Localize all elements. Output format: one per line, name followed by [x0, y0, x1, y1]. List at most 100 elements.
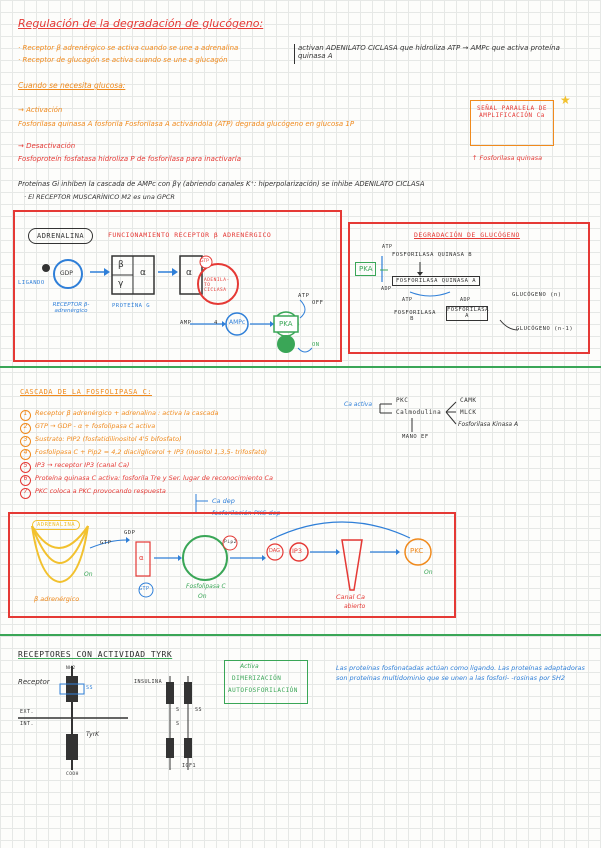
desactivacion-label: → Desactivación: [18, 142, 76, 150]
four-label: 4: [214, 320, 218, 326]
fosfolipasa-box: [8, 512, 456, 618]
abierto-label: abierto: [344, 603, 366, 610]
nh2-label: NH2: [66, 666, 76, 671]
atp-label-1: ATP: [298, 293, 310, 299]
gdp-label-1: GDP: [60, 270, 73, 277]
calmodulina-label: Calmodulina: [396, 409, 442, 416]
camk-label: CAMK: [460, 397, 477, 404]
star-icon: ★: [560, 93, 571, 107]
func-receptor-title: FUNCIONAMIENTO RECEPTOR β ADRENÉRGICO: [108, 231, 272, 239]
cooh-label: COOH: [66, 772, 79, 777]
dimerizacion-label: DIMERIZACIÓN: [232, 675, 282, 682]
tyrk-note: Las proteínas fosfonatadas actúan como l…: [336, 664, 585, 682]
on-label: ON: [312, 342, 320, 348]
gtp-label-4: GTP: [139, 586, 150, 592]
receptor-label: RECEPTOR β-adrenérgico: [52, 302, 90, 315]
dag-label: DAG: [269, 548, 280, 554]
activa-box: [224, 660, 308, 704]
activa-label: Activa: [240, 663, 259, 670]
gtp-label-3: GTP: [100, 540, 112, 546]
adenilato-ciclasa-label: ADENILA-TO CICLASA: [204, 278, 230, 294]
proteina-g-label: PROTEÍNA G: [112, 303, 151, 309]
on-label-3: On: [424, 569, 433, 576]
page-title: Regulación de la degradación de glucógen…: [18, 17, 264, 30]
on-label-2: On: [198, 593, 207, 600]
pip2-label: Pip2: [224, 540, 237, 545]
divider-1: [0, 366, 601, 368]
adrenalina-label: ADRENALINA: [28, 228, 94, 245]
fq-a-label: FOSFORILASA QUINASA A: [392, 276, 481, 287]
mlck-label: MLCK: [460, 409, 477, 416]
fosfolipasa-c-label: Fosfolipasa C: [186, 583, 226, 590]
igf-label: IGF1: [182, 763, 197, 769]
adp-label-3: ADP: [460, 297, 471, 303]
ss-label-2: SS: [195, 707, 203, 713]
intro-line-1: · Receptor β adrenérgico se activa cuand…: [18, 44, 239, 52]
canal-ca-label: Canal Ca: [336, 593, 366, 601]
pkc-label-cascade: PKC: [396, 397, 409, 404]
atp-label-3: ATP: [402, 297, 413, 303]
tyrk-label: TyrK: [86, 731, 100, 738]
fosforilasa-a-label: FOSFORILASA A: [446, 306, 489, 321]
ligando-label: LIGANDO: [18, 280, 45, 286]
alpha-label-3: α: [139, 554, 144, 562]
cascade-title: CASCADA DE LA FOSFOLIPASA C:: [20, 388, 153, 396]
ampc-label-1: AMPc: [229, 319, 246, 326]
intro-bracket: [290, 44, 295, 64]
receptor-tyrk-label: Receptor: [18, 678, 50, 686]
divider-2: [0, 634, 601, 636]
off-label: OFF: [312, 300, 324, 306]
activacion-label: → Activación: [18, 106, 63, 114]
gtp-label-1: GTP: [200, 259, 209, 264]
desactivacion-text: Fosfoproteín fosfatasa hidroliza P de fo…: [18, 155, 242, 163]
intro-activan: activan ADENILATO CICLASA que hidroliza …: [298, 44, 560, 61]
beta-adr-label: β adrenérgico: [34, 595, 80, 603]
alpha-label-2: α: [186, 268, 192, 278]
pka-label-2: PKA: [355, 262, 377, 277]
pka-label-1: PKA: [279, 320, 293, 328]
adrenalina-label-2: ADRENALINA: [32, 520, 81, 531]
senal-note: SEÑAL PARALELA DE AMPLIFICACIÓN Ca: [477, 105, 547, 119]
s-label-3: S: [176, 721, 180, 727]
gamma-label: γ: [118, 279, 124, 289]
s-label-1: S: [176, 707, 180, 713]
pkc-label-3: PKC: [410, 547, 424, 555]
beta-receptor-box: [13, 210, 342, 362]
fos-kinasa-label: Fosforilasa Kinasa A: [458, 421, 519, 428]
intro-line-2: · Receptor de glucagón se activa cuando …: [18, 56, 228, 64]
on-label-1: On: [84, 571, 93, 578]
atp-label-2: ATP: [382, 244, 393, 250]
fosforilasa-b-label: FOSFORILASA B: [394, 310, 436, 323]
mano-ef-label: MANO EF: [402, 434, 429, 440]
amp-label-1: AMP: [180, 320, 192, 326]
senal-note-box: [470, 100, 554, 146]
insulina-label: INSULINA: [134, 679, 163, 685]
muscarinico-text: · El RECEPTOR MUSCARÍNICO M2 es una GPCR: [24, 193, 175, 201]
autofosforilacion-label: AUTOFOSFORILACIÓN: [228, 687, 298, 694]
ext-label: EXT.: [20, 709, 35, 715]
gdp-label-3: GDP: [124, 530, 136, 536]
glucogeno-n1-label: GLUCÓGENO (n-1): [516, 326, 574, 332]
ca-dep-label: Ca dep: [212, 497, 235, 505]
glucogeno-n-label: GLUCÓGENO (n): [512, 292, 562, 298]
degradacion-title: DEGRADACIÓN DE GLUCÓGENO: [414, 231, 520, 239]
fosf-quinasa-note: ↑ Fosforilasa quinasa: [472, 154, 543, 162]
prot-gi-text: Proteínas Gi inhiben la cascada de AMPc …: [18, 180, 425, 188]
glucogeno-box: [348, 222, 590, 354]
ss-label-1: SS: [86, 685, 94, 691]
activacion-text: Fosforilasa quinasa A fosforila Fosforil…: [18, 120, 355, 128]
tyrk-title: RECEPTORES CON ACTIVIDAD TYRK: [18, 650, 173, 659]
cuando-heading: Cuando se necesita glucosa:: [18, 81, 126, 90]
ip3-label: IP3: [292, 547, 302, 555]
int-label: INT.: [20, 721, 35, 727]
